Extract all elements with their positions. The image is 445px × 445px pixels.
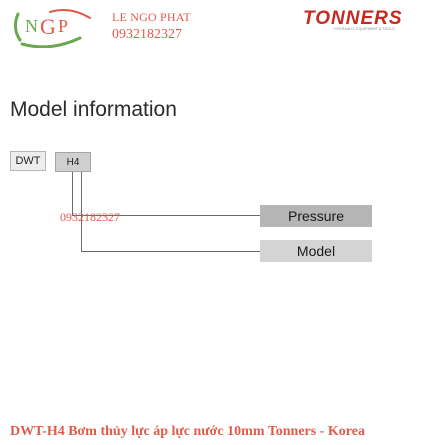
connector-line <box>72 215 260 216</box>
dwt-label-box: DWT <box>10 151 46 171</box>
product-caption: DWT-H4 Bơm thủy lực áp lực nước 10mm Ton… <box>10 424 365 439</box>
connector-line <box>81 251 260 252</box>
dealer-logo-mark: N G P <box>13 9 91 49</box>
dealer-phone: 0932182327 <box>112 27 182 42</box>
brand-logo: TONNERS <box>303 6 433 32</box>
brand-logo-mark: TONNERS <box>303 8 403 29</box>
svg-text:P: P <box>58 16 68 36</box>
svg-text:N: N <box>25 16 38 36</box>
page-heading: Model information <box>10 98 177 121</box>
svg-text:TONNERS: TONNERS <box>303 8 403 29</box>
dealer-name: LE NGO PHAT <box>112 10 191 24</box>
watermark-phone: 0932182327 <box>60 210 120 224</box>
h4-label-box: H4 <box>55 152 91 172</box>
pressure-label-box: Pressure <box>260 205 372 227</box>
connector-line <box>81 172 82 252</box>
model-label-box: Model <box>260 240 372 262</box>
connector-line <box>72 172 73 216</box>
dealer-logo: N G P <box>10 8 122 49</box>
svg-text:G: G <box>40 14 56 39</box>
brand-tagline: HYDRAULIC EQUIPMENT & TOOLS <box>334 27 395 31</box>
